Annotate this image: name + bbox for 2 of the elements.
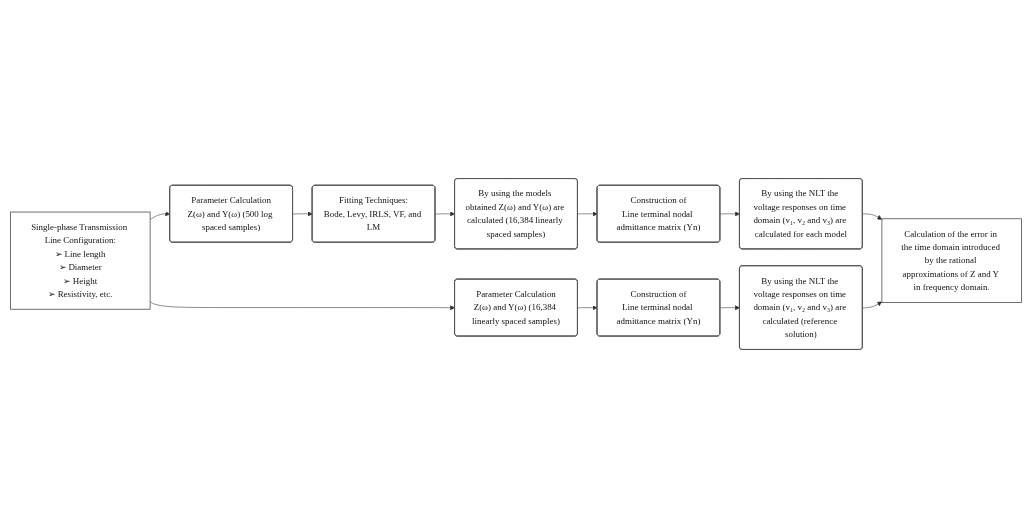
node-box: Single-phase Transmission Line Configuration: ➢ Line length ➢ Diameter ➢ Height ➢ Resistivity, etc. xyxy=(10,211,151,310)
node-box: Calculation of the error in the time domain introduced by the rational approximations of Z and Y in frequency domain. xyxy=(881,217,1022,303)
